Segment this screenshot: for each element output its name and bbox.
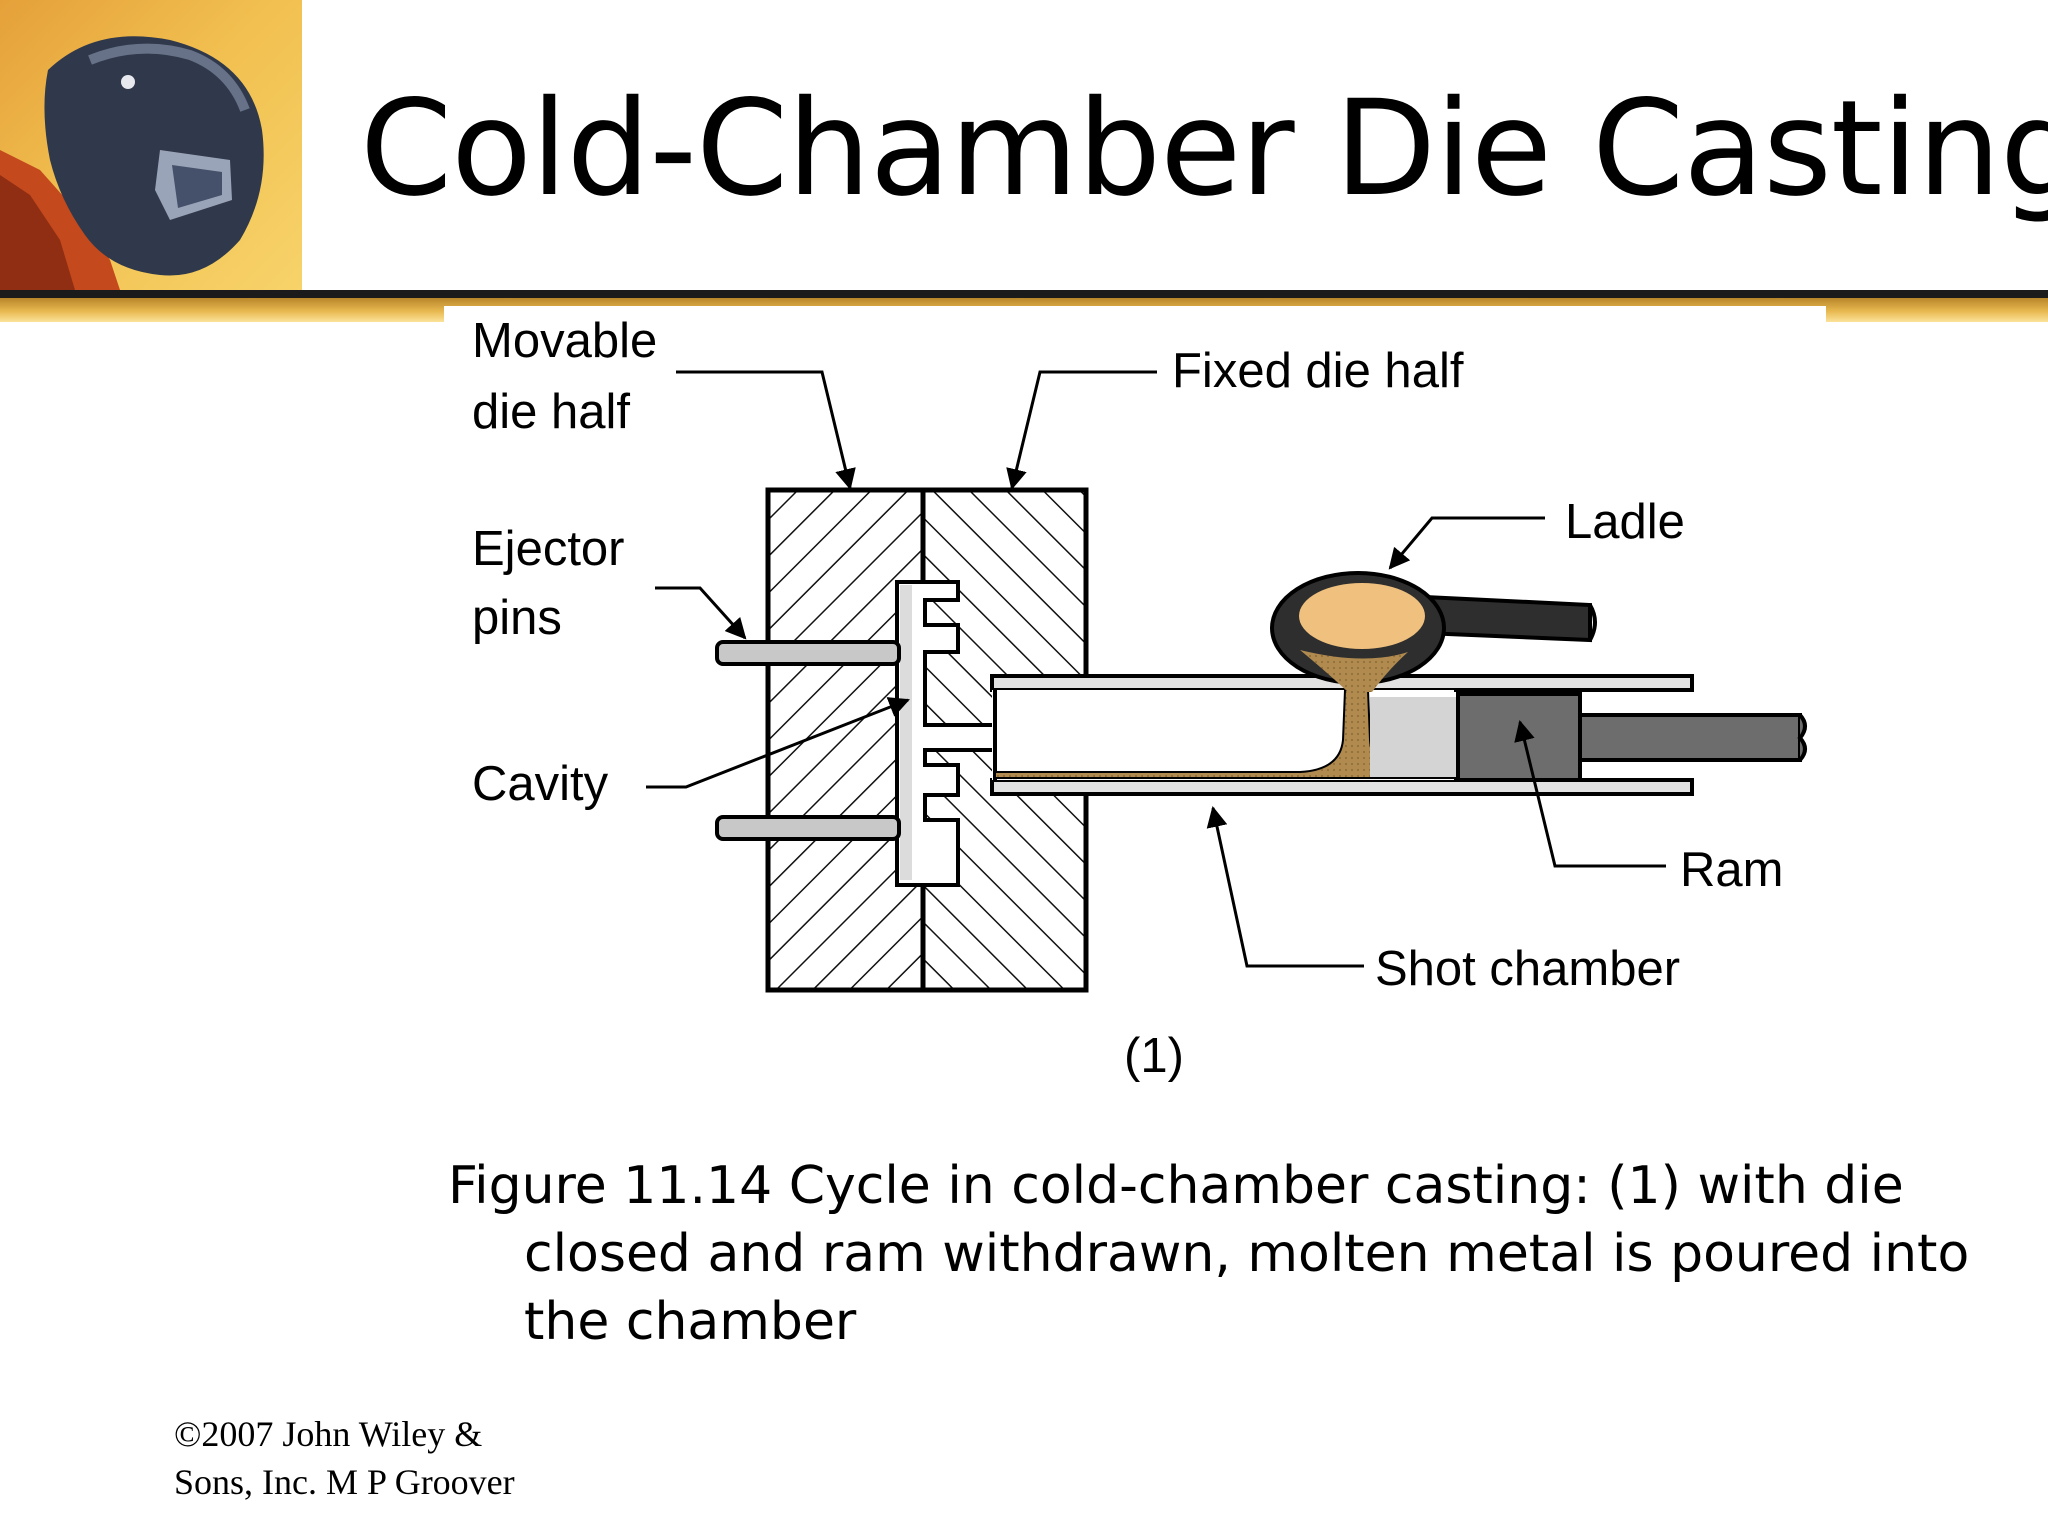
ladle xyxy=(1270,571,1597,692)
welder-logo-image xyxy=(0,0,302,290)
label-fixed-die-half: Fixed die half xyxy=(1172,344,1464,398)
cold-chamber-diagram: Movable die half Fixed die half Ejector … xyxy=(472,314,1807,1083)
ejector-pin-upper xyxy=(715,640,901,666)
leader-lines xyxy=(646,370,1666,968)
copyright-notice: ©2007 John Wiley & Sons, Inc. M P Groove… xyxy=(174,1414,515,1502)
label-movable-die-line2: die half xyxy=(472,385,630,439)
label-ejector-line1: Ejector xyxy=(472,522,625,576)
label-cavity: Cavity xyxy=(472,757,609,811)
ejector-pin-lower xyxy=(715,815,901,841)
label-ejector-line2: pins xyxy=(472,591,562,645)
title-divider xyxy=(0,290,2048,298)
slide-title: Cold-Chamber Die Casting xyxy=(360,72,2048,226)
label-step-1: (1) xyxy=(1124,1029,1184,1083)
label-movable-die-line1: Movable xyxy=(472,314,657,368)
label-shot-chamber: Shot chamber xyxy=(1375,942,1680,996)
label-ram: Ram xyxy=(1680,843,1783,897)
shot-chamber xyxy=(990,674,1694,796)
label-ladle: Ladle xyxy=(1565,495,1685,549)
figure-caption: Figure 11.14 Cycle in cold-chamber casti… xyxy=(448,1156,1970,1352)
ram xyxy=(1456,692,1807,782)
